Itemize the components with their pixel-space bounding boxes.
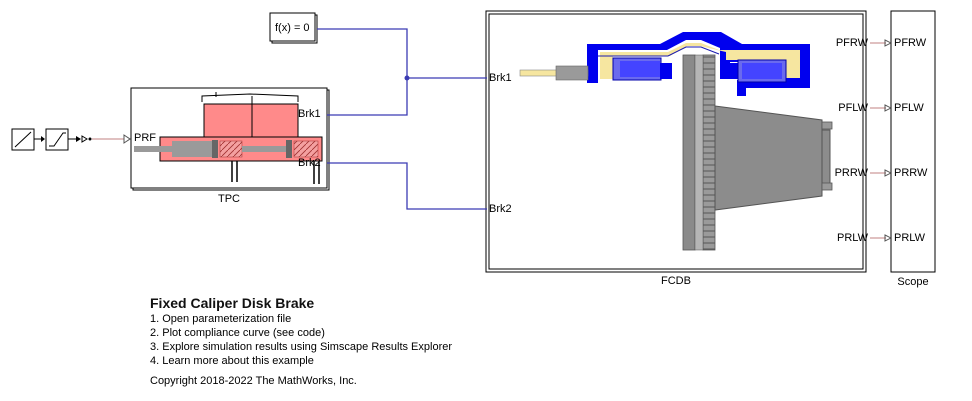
scope-block[interactable] (890, 10, 936, 273)
link-plot-compliance[interactable]: 2. Plot compliance curve (see code) (150, 327, 325, 339)
arrow-icon (41, 136, 45, 142)
fcdb-name: FCDB (661, 275, 691, 287)
model-title: Fixed Caliper Disk Brake (150, 295, 315, 311)
tpc-name: TPC (218, 193, 240, 205)
solver-config-block[interactable] (269, 12, 318, 44)
scope-port-pflw: PFLW (894, 102, 924, 114)
tpc-block[interactable] (130, 87, 330, 191)
signal-label-pfrw: PFRW (835, 37, 868, 49)
link-learn-more[interactable]: 4. Learn more about this example (150, 355, 314, 367)
scope-signals (870, 42, 886, 239)
signal-label-prlw: PRLW (837, 232, 868, 244)
tpc-port-brk2: Brk2 (298, 157, 321, 169)
fx-label: f(x) = 0 (275, 22, 310, 34)
junction-node (404, 75, 410, 81)
link-explore-results[interactable]: 3. Explore simulation results using Sims… (150, 341, 453, 353)
saturation-block[interactable] (45, 128, 69, 151)
fcdb-port-brk1: Brk1 (489, 72, 512, 84)
signal-converter-block[interactable] (76, 135, 92, 143)
caliper-illustration (519, 32, 833, 251)
tpc-port-prf: PRF (134, 132, 156, 144)
ramp-block[interactable] (11, 128, 35, 151)
scope-port-prlw: PRLW (894, 232, 925, 244)
link-open-parameterization[interactable]: 1. Open parameterization file (150, 313, 292, 325)
copyright: Copyright 2018-2022 The MathWorks, Inc. (150, 375, 357, 387)
prf-port-icon (123, 134, 131, 144)
scope-port-pfrw: PFRW (894, 37, 927, 49)
scope-name: Scope (897, 276, 929, 288)
tpc-port-brk1: Brk1 (298, 108, 321, 120)
signal-label-pflw: PFLW (838, 102, 868, 114)
physical-connections (317, 28, 487, 210)
scope-port-icons (884, 39, 893, 242)
scope-port-prrw: PRRW (894, 167, 928, 179)
fcdb-port-brk2: Brk2 (489, 203, 512, 215)
signal-label-prrw: PRRW (834, 167, 868, 179)
